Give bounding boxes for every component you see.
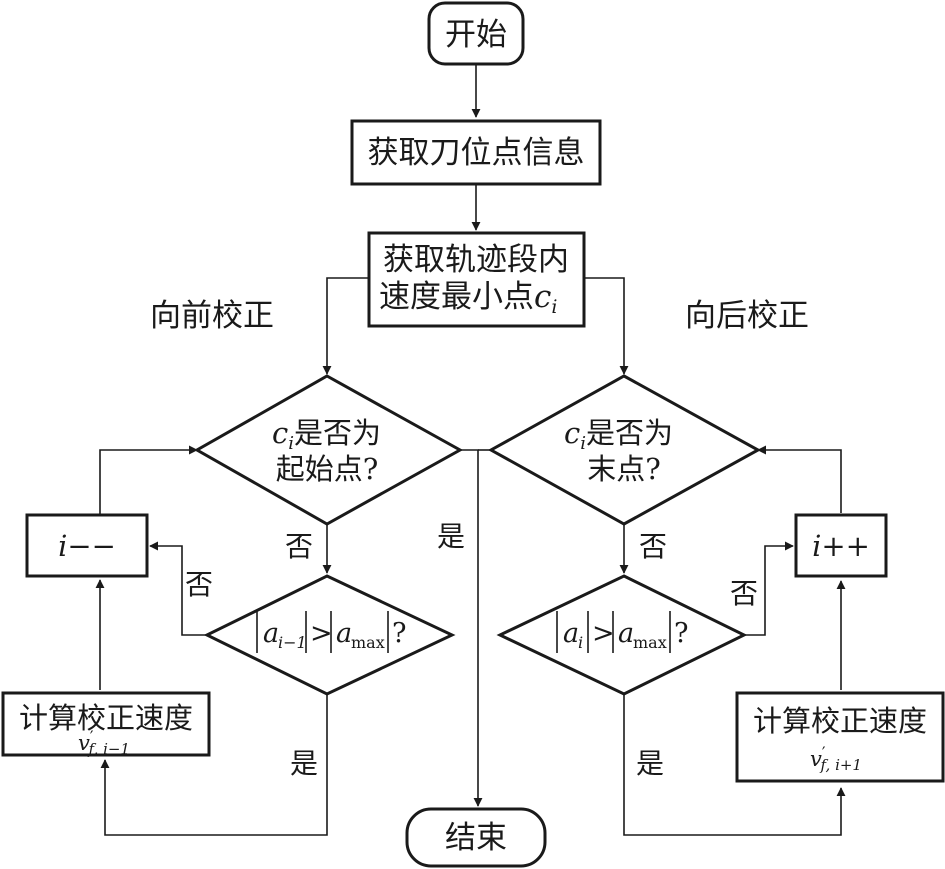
left-accel-compare-decision: a i−1 > a max ?: [203, 574, 456, 696]
decrement-node: i−−: [25, 513, 149, 578]
right-cmp-no-label: 否: [730, 577, 758, 610]
right-calc-label: 计算校正速度: [753, 704, 927, 738]
right-decision-line2: 末点?: [587, 452, 661, 486]
left-cmp-yes-label: 是: [290, 747, 318, 780]
arrow-dec-to-left-diamond: [99, 445, 198, 519]
right-a-subscript: i: [578, 633, 583, 652]
right-amax-symbol: a: [618, 618, 634, 649]
right-calc-node: 计算校正速度 v′f, i+1: [735, 691, 945, 783]
left-calc-label: 计算校正速度: [19, 701, 193, 735]
get-min-label-1: 获取轨迹段内: [383, 242, 569, 278]
left-decision-line1: ci是否为: [272, 416, 381, 454]
get-min-label-2: 速度最小点ci: [379, 279, 557, 318]
arrow-right-cmp-no: [744, 541, 794, 636]
left-no-label: 否: [285, 530, 313, 563]
end-node: 结束: [405, 807, 547, 868]
left-calc-node: 计算校正速度 v′f, i−1: [1, 691, 211, 758]
left-question: ?: [392, 618, 406, 649]
arrow-left-cmp-yes: [100, 695, 328, 836]
right-decision-line1: ci是否为: [564, 416, 673, 454]
arrow-min-to-left-diamond: [322, 277, 369, 375]
right-no-label: 否: [639, 530, 667, 563]
left-decision-line2: 起始点?: [276, 452, 379, 486]
forward-correction-label: 向前校正: [150, 298, 274, 334]
right-question: ?: [674, 618, 688, 649]
backward-correction-label: 向后校正: [685, 298, 809, 334]
decrement-label: i−−: [58, 529, 116, 563]
increment-node: i++: [794, 513, 888, 578]
increment-label: i++: [812, 529, 870, 563]
center-yes-label: 是: [437, 520, 465, 553]
arrow-inc-to-right-diamond: [757, 445, 842, 513]
right-accel-compare-decision: a i > a max ?: [496, 574, 748, 696]
arrow-right-cmp-yes: [623, 695, 846, 836]
get-points-label: 获取刀位点信息: [368, 135, 585, 171]
right-gt-symbol: >: [592, 618, 615, 649]
get-points-node: 获取刀位点信息: [350, 119, 602, 186]
right-amax-subscript: max: [633, 633, 667, 652]
right-end-decision: ci是否为 末点?: [487, 374, 762, 526]
arrow-min-to-right-diamond: [584, 277, 629, 375]
get-min-node: 获取轨迹段内 速度最小点ci: [367, 231, 586, 328]
end-label: 结束: [445, 820, 507, 856]
arrow-yes-to-end: [460, 449, 483, 807]
right-calc-formula: v′f, i+1: [810, 743, 862, 774]
start-label: 开始: [445, 17, 507, 53]
left-a-subscript: i−1: [278, 633, 307, 652]
connectors: [95, 65, 846, 836]
start-node: 开始: [427, 1, 525, 66]
left-start-decision: ci是否为 起始点?: [193, 374, 464, 526]
left-amax-symbol: a: [336, 618, 352, 649]
left-calc-formula: v′f, i−1: [78, 727, 130, 758]
left-amax-subscript: max: [351, 633, 385, 652]
left-cmp-no-label: 否: [185, 568, 213, 601]
arrow-left-cmp-no: [149, 541, 207, 636]
left-a-symbol: a: [263, 618, 279, 649]
left-gt-symbol: >: [310, 618, 333, 649]
right-a-symbol: a: [563, 618, 579, 649]
right-cmp-yes-label: 是: [636, 747, 664, 780]
